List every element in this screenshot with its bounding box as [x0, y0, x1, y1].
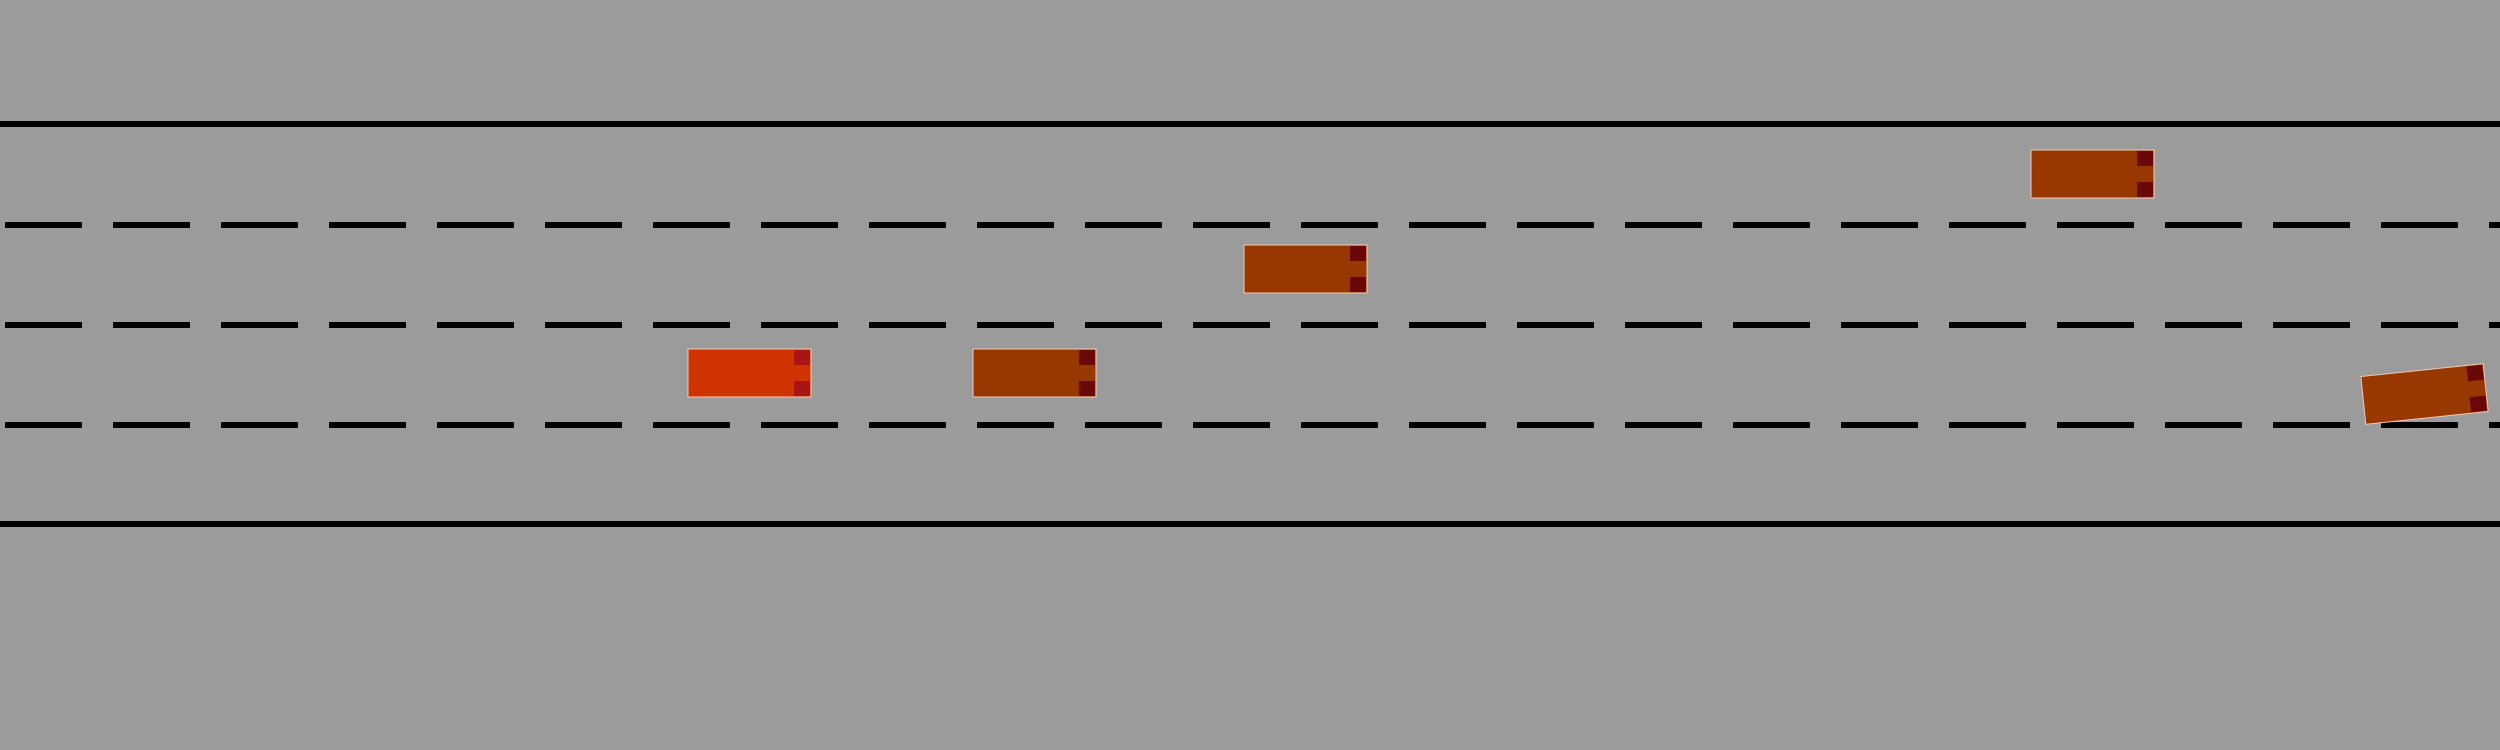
vehicle-light-right — [1350, 277, 1366, 292]
vehicle-body — [2030, 149, 2155, 199]
other-vehicle — [2030, 149, 2155, 199]
ego-vehicle — [687, 348, 812, 398]
vehicle-light-left — [2137, 151, 2153, 166]
vehicle-light-right — [794, 381, 810, 396]
vehicle-light-left — [794, 350, 810, 365]
lane-markings — [0, 121, 2500, 527]
vehicle-light-right — [2469, 395, 2488, 413]
vehicles-layer — [687, 149, 2489, 425]
vehicle-light-left — [1079, 350, 1095, 365]
vehicle-light-right — [1079, 381, 1095, 396]
vehicle-body — [687, 348, 812, 398]
other-vehicle — [972, 348, 1097, 398]
vehicle-body — [1243, 244, 1368, 294]
vehicle-light-right — [2137, 182, 2153, 197]
vehicle-light-left — [2466, 364, 2484, 382]
vehicle-body — [972, 348, 1097, 398]
other-vehicle — [2360, 363, 2489, 425]
vehicle-body — [2360, 363, 2489, 425]
other-vehicle — [1243, 244, 1368, 294]
vehicle-light-left — [1350, 246, 1366, 261]
